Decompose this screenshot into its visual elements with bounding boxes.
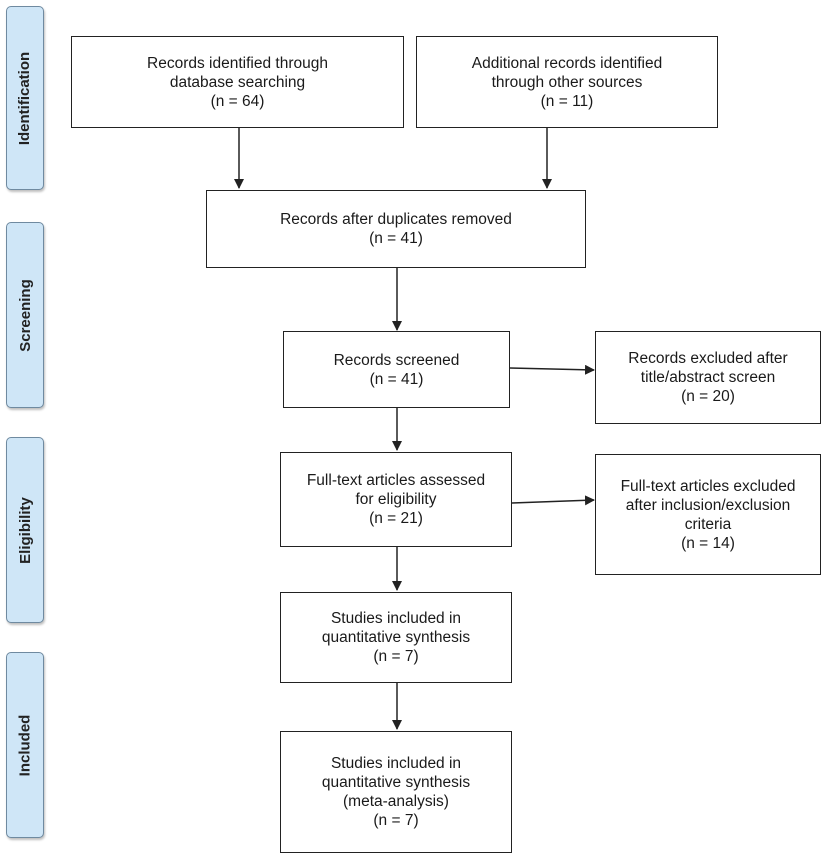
box-fulltext-excluded: Full-text articles excluded after inclus… [595, 454, 821, 575]
phase-screening: Screening [6, 222, 44, 408]
phase-identification: Identification [6, 6, 44, 190]
arrow-fulltext-to-excluded [511, 495, 595, 506]
box-records-screened: Records screened (n = 41) [283, 331, 510, 408]
box-duplicates-removed: Records after duplicates removed (n = 41… [206, 190, 586, 268]
phase-included: Included [6, 652, 44, 838]
box-records-excluded: Records excluded after title/abstract sc… [595, 331, 821, 424]
box-database-searching: Records identified through database sear… [71, 36, 404, 128]
box-studies-meta-analysis: Studies included in quantitative synthes… [280, 731, 512, 853]
phase-eligibility: Eligibility [6, 437, 44, 623]
arrow-screened-to-excluded [509, 364, 595, 375]
box-fulltext-assessed: Full-text articles assessed for eligibil… [280, 452, 512, 547]
box-studies-qualitative: Studies included in quantitative synthes… [280, 592, 512, 683]
box-other-sources: Additional records identified through ot… [416, 36, 718, 128]
